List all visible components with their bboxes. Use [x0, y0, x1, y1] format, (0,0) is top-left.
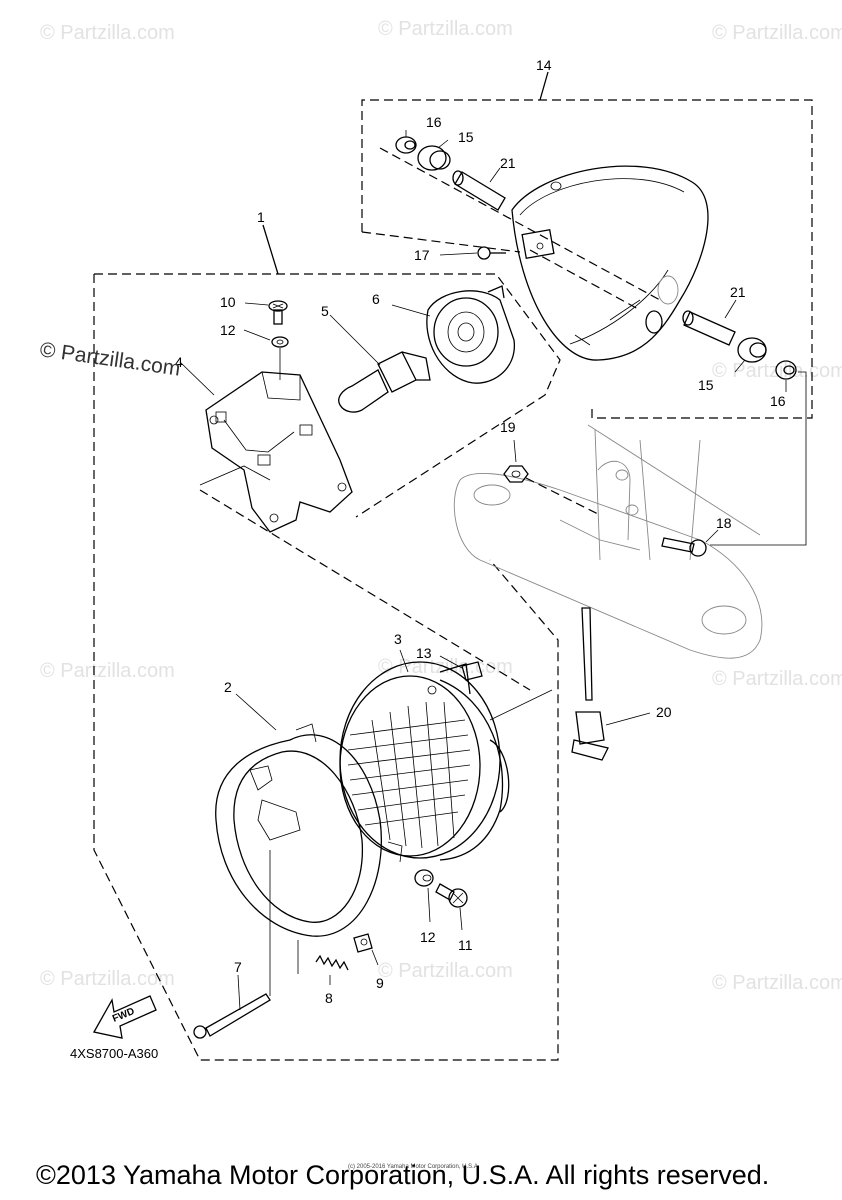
damper-15-top	[417, 139, 451, 171]
part-number-label: 9	[376, 975, 384, 991]
part-number-label: 5	[321, 303, 329, 319]
part-number-label: 1	[257, 209, 265, 225]
watermark: © Partzilla.com	[712, 972, 842, 994]
diagram-reference-code: 4XS8700-A360	[70, 1046, 159, 1061]
part-number-label: 15	[698, 377, 714, 393]
watermark: © Partzilla.com	[712, 668, 842, 690]
clip-13	[439, 655, 483, 681]
watermark: © Partzilla.com	[40, 22, 175, 44]
part-number-label: 3	[394, 631, 402, 647]
nut-19	[503, 439, 601, 516]
copyright-footer: ©2013 Yamaha Motor Corporation, U.S.A. A…	[36, 1160, 770, 1190]
part-number-label: 12	[220, 322, 236, 338]
headlight-shell	[379, 147, 709, 361]
part-number-label: 16	[770, 393, 786, 409]
lower-bracket	[453, 424, 763, 659]
part-number-label: 11	[458, 937, 473, 953]
damper-16-right	[710, 360, 807, 546]
part-number-label: 21	[730, 284, 746, 300]
collar-21-right	[682, 299, 737, 346]
washer-12-bottom	[414, 869, 434, 923]
assembly-outline-1	[93, 273, 561, 1061]
leader-line	[539, 71, 549, 101]
part-number-label: 17	[414, 247, 430, 263]
fwd-label: FWD	[111, 1006, 136, 1025]
part-number-label: 18	[716, 515, 732, 531]
nut-9	[353, 933, 379, 966]
leader-line	[262, 224, 279, 275]
watermark: © Partzilla.com	[40, 968, 175, 990]
part-number-label: 21	[500, 155, 516, 171]
watermark: © Partzilla.com	[378, 18, 513, 40]
headlight-unit-3	[339, 649, 553, 861]
damper-15-right	[734, 337, 767, 373]
part-number-label: 16	[426, 114, 442, 130]
part-number-label: 15	[458, 129, 474, 145]
adjusting-screw-7	[193, 850, 271, 1039]
headlight-bracket-4	[179, 361, 353, 533]
cable-tie-20	[571, 607, 651, 761]
part-number-label: 13	[416, 645, 432, 661]
part-number-label: 7	[234, 959, 242, 975]
headlight-rim-2	[215, 693, 403, 937]
screw-10	[244, 300, 288, 325]
watermark: © Partzilla.com	[378, 960, 513, 982]
part-number-label: 6	[372, 291, 380, 307]
watermark: © Partzilla.com	[712, 22, 842, 44]
damper-16-top	[395, 130, 417, 154]
fwd-arrow-icon	[93, 995, 157, 1039]
assembly-outline-14	[361, 99, 813, 419]
watermark: © Partzilla.com	[40, 660, 175, 682]
part-number-label: 4	[175, 354, 183, 370]
part-number-label: 20	[656, 704, 672, 720]
lens-grid	[347, 701, 471, 849]
watermark: © Partzilla.com	[712, 360, 842, 382]
part-number-label: 10	[220, 294, 236, 310]
part-number-label: 12	[420, 929, 436, 945]
tiny-copyright-notice: (c) 2005-2016 Yamaha Motor Corporation, …	[348, 1164, 480, 1170]
part-number-label: 14	[536, 57, 552, 73]
spring-8	[297, 940, 349, 985]
socket-6	[391, 285, 515, 384]
bulb-5	[329, 314, 431, 413]
screw-11	[435, 883, 468, 931]
washer-12-top	[243, 329, 289, 380]
part-number-label: 8	[325, 990, 333, 1006]
part-number-label: 2	[224, 679, 232, 695]
bolt-18	[661, 529, 719, 557]
collar-21-top	[452, 167, 506, 211]
bolt-17	[439, 246, 506, 260]
part-number-label: 19	[500, 419, 516, 435]
